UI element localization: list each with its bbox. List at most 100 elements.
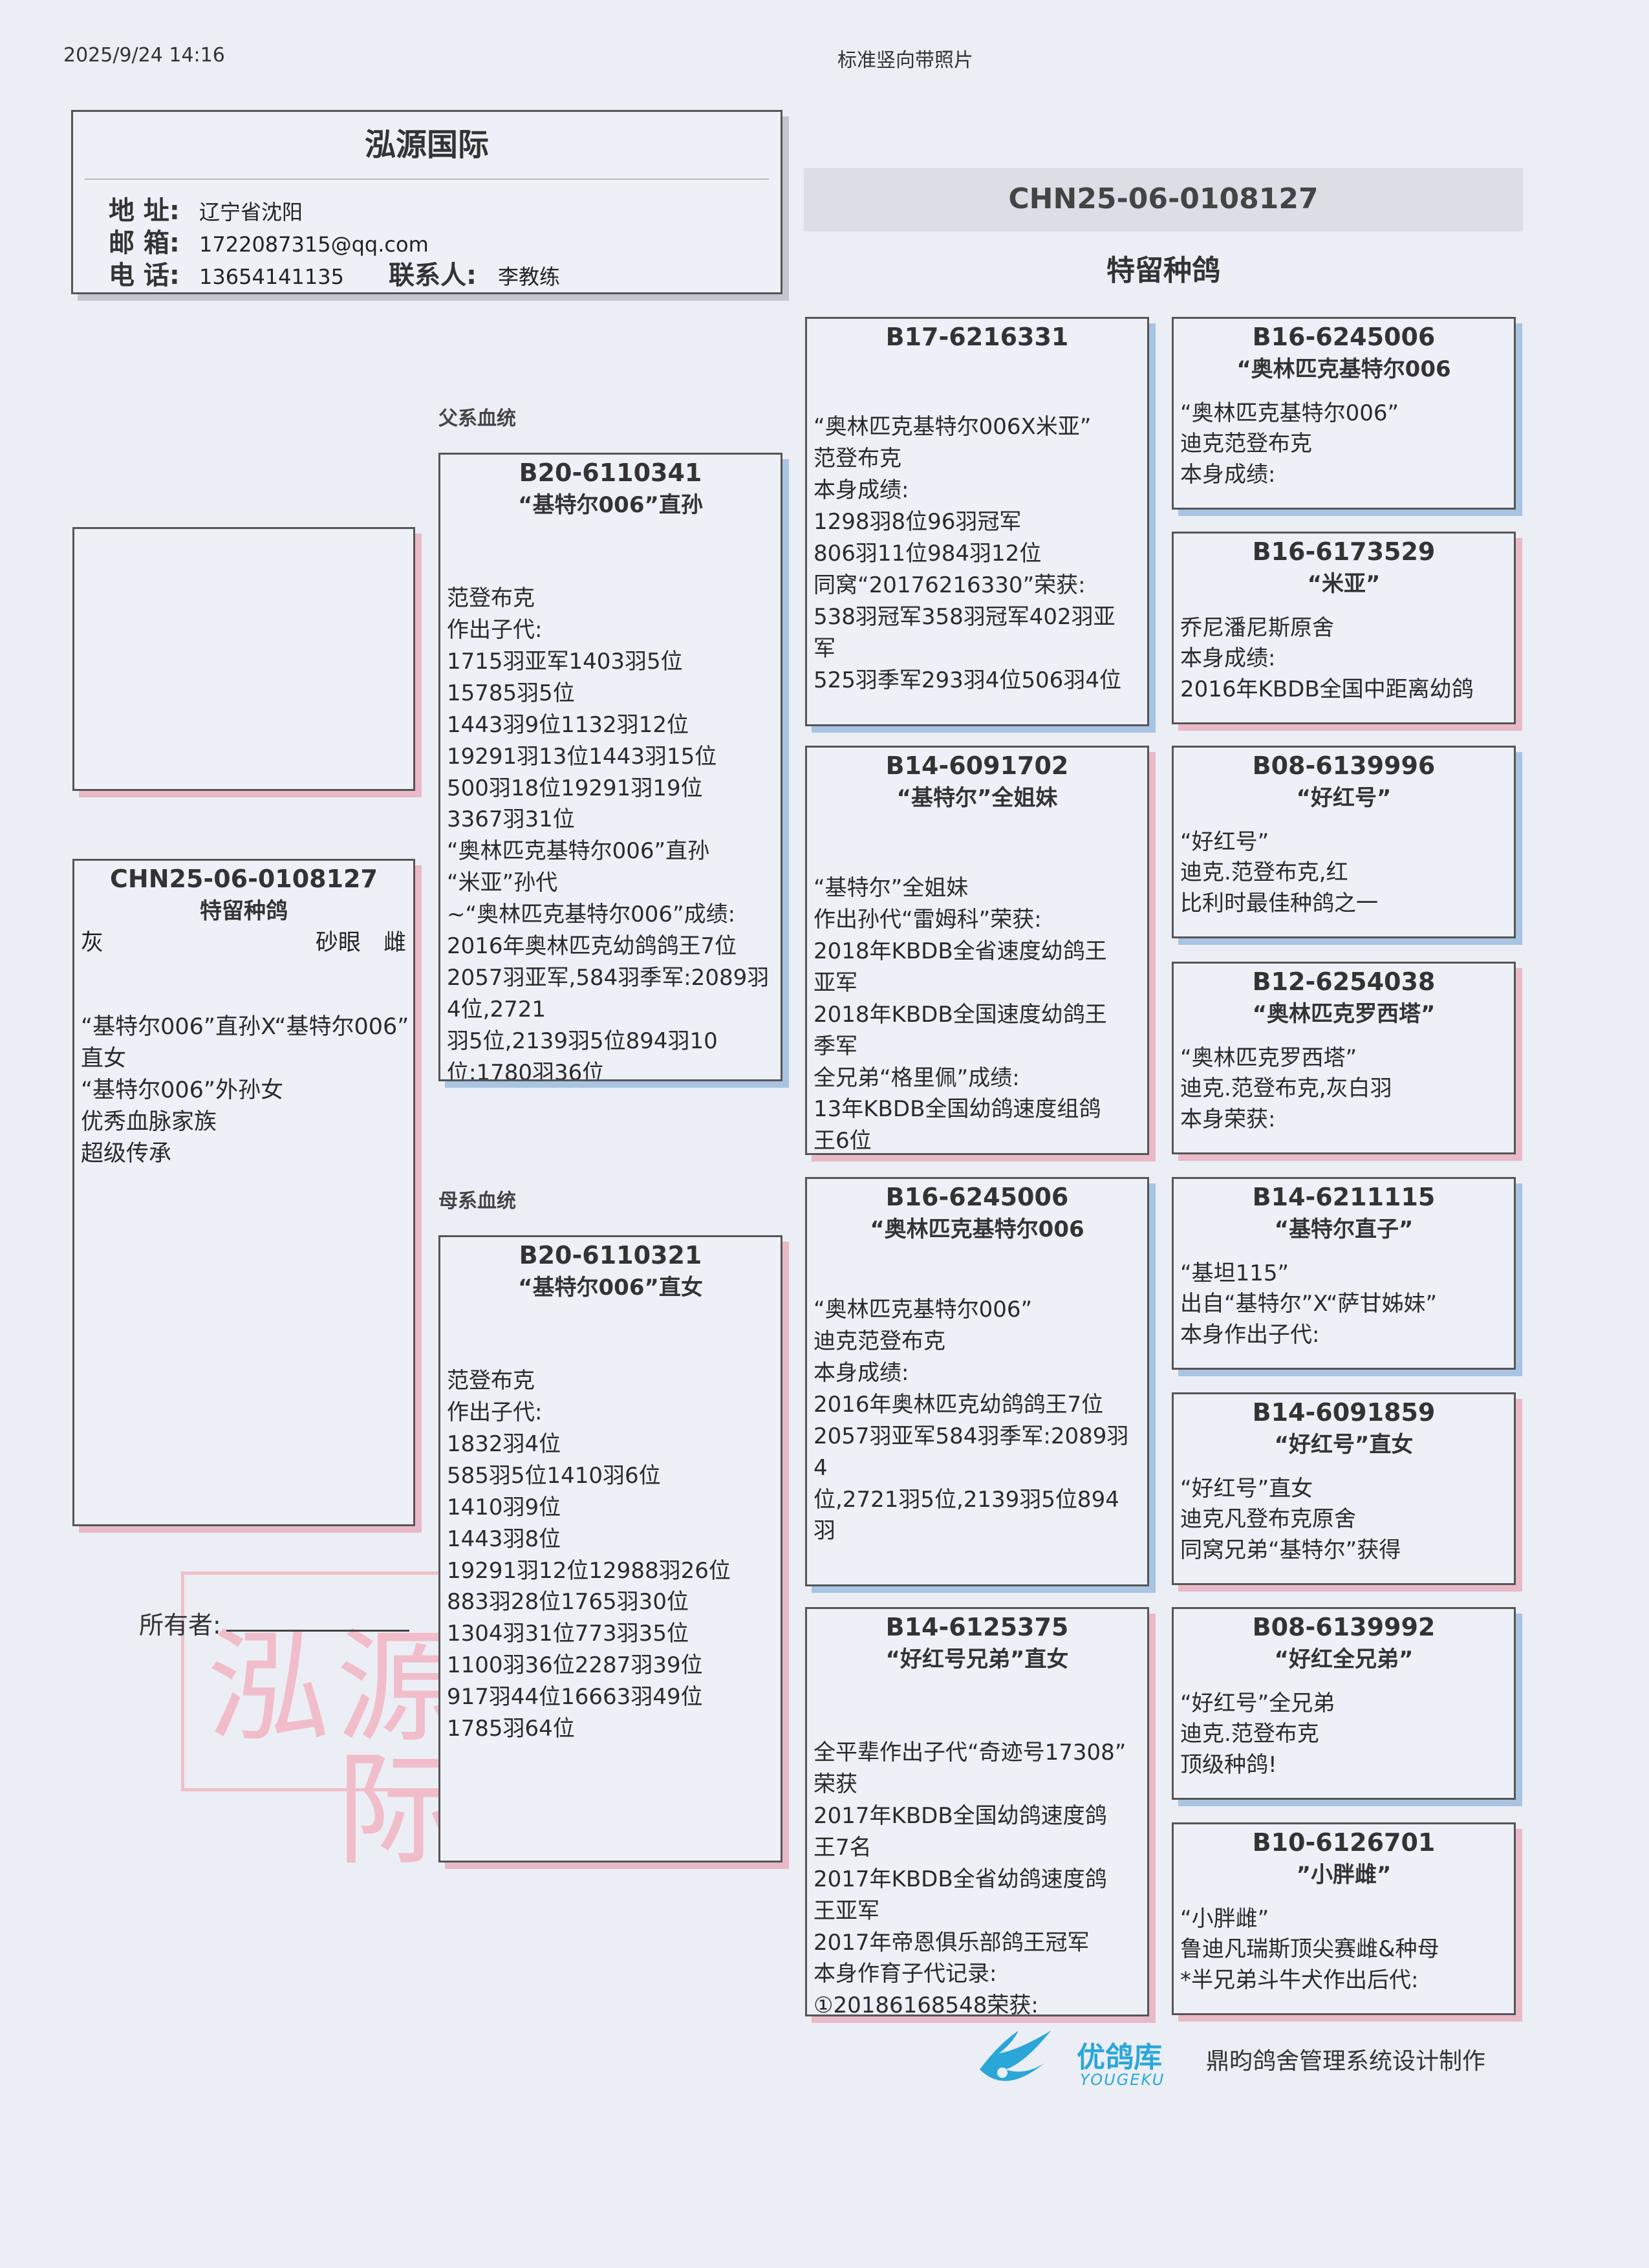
gp-sd-line: 季军: [814, 1033, 857, 1059]
ggp-card-7: B08-6139992 “好红全兄弟” “好红号”全兄弟 迪克.范登布克 顶级种…: [1172, 1607, 1516, 1800]
ggp-card-5: B14-6211115 “基特尔直子” “基坦115” 出自“基特尔”X“萨甘姊…: [1172, 1177, 1516, 1370]
sire-line: “奥林匹克基特尔006”直孙: [447, 838, 710, 865]
pigeon-logo-icon: [980, 2031, 1051, 2081]
ggp-notes: “好红号”全兄弟 迪克.范登布克 顶级种鸽!: [1174, 1689, 1514, 1781]
ggp-ring: B12-6254038: [1252, 967, 1436, 996]
dam-section-label: 母系血统: [438, 1190, 516, 1213]
main-title: 特留种鸽: [1106, 254, 1220, 287]
granddam-maternal-card: B14-6125375 “好红号兄弟”直女 全平辈作出子代“奇迹号17308” …: [805, 1607, 1149, 2016]
ggp-notes: “基坦115” 出自“基特尔”X“萨甘姊妹” 本身作出子代:: [1174, 1258, 1514, 1351]
subject-ring: CHN25-06-0108127: [110, 865, 378, 893]
main-ring-number: CHN25-06-0108127: [1008, 182, 1319, 215]
sire-line: 500羽18位19291羽19位: [447, 775, 703, 801]
sire-section-label: 父系血统: [438, 407, 516, 430]
ggp-ring: B14-6211115: [1252, 1183, 1436, 1211]
gp-ds-line: 羽: [814, 1518, 835, 1544]
phone-value: 13654141135: [199, 265, 344, 289]
ggp-name: “基特尔直子”: [1274, 1216, 1414, 1243]
ggp-line: “奥林匹克基特尔006”: [1180, 400, 1399, 426]
grandsire-maternal-card: B16-6245006 “奥林匹克基特尔006 “奥林匹克基特尔006” 迪克范…: [805, 1177, 1149, 1586]
ggp-card-2: B16-6173529 “米亚” 乔尼潘尼斯原舍 本身成绩: 2016年KBDB…: [1172, 532, 1516, 724]
ggp-line: 迪克.范登布克,红: [1180, 859, 1348, 886]
page-header-title: 标准竖向带照片: [837, 49, 973, 72]
gp-dd-ring: B14-6125375: [885, 1613, 1069, 1641]
dam-ring: B20-6110321: [519, 1241, 702, 1269]
dam-line: 1410羽9位: [447, 1494, 561, 1520]
ggp-name: “奥林匹克罗西塔”: [1252, 1001, 1436, 1028]
yougeku-logo: 优鸽库 YOUGEKU: [973, 2024, 1187, 2102]
email-label: 邮 箱:: [109, 228, 180, 258]
sire-line: 位:1780羽36位: [447, 1060, 605, 1081]
ggp-line: 比利时最佳种鸽之一: [1180, 890, 1378, 916]
ggp-line: 本身荣获:: [1180, 1106, 1276, 1132]
ggp-line: 本身成绩:: [1180, 645, 1276, 672]
gp-ds-line: 本身成绩:: [814, 1359, 909, 1386]
subject-notes: “基特尔006”直孙X“基特尔006” 直女 “基特尔006”外孙女 优秀血脉家…: [74, 1011, 413, 1170]
ggp-card-8: B10-6126701 ”小胖雌” “小胖雌” 鲁迪凡瑞斯顶尖赛雌&种母 *半兄…: [1172, 1822, 1516, 2015]
ggp-line: *半兄弟斗牛犬作出后代:: [1180, 1967, 1419, 1993]
dam-notes: 范登布克 作出子代: 1832羽4位 585羽5位1410羽6位 1410羽9位…: [440, 1365, 781, 1745]
gp-ss-line: 525羽季军293羽4位506羽4位: [814, 667, 1121, 693]
gp-ds-line: 2016年奥林匹克幼鸽鸽王7位: [814, 1391, 1104, 1418]
ggp-card-3: B08-6139996 “好红号” “好红号” 迪克.范登布克,红 比利时最佳种…: [1172, 746, 1516, 938]
dam-name: “基特尔006”直女: [518, 1275, 703, 1301]
gp-sd-line: 王6位: [814, 1128, 872, 1154]
sire-notes: 范登布克 作出子代: 1715羽亚军1403羽5位 15785羽5位 1443羽…: [440, 583, 781, 1081]
dam-card: B20-6110321 “基特尔006”直女 范登布克 作出子代: 1832羽4…: [438, 1235, 782, 1863]
ggp-line: 迪克范登布克: [1180, 431, 1312, 457]
ggp-notes: “奥林匹克基特尔006” 迪克范登布克 本身成绩:: [1174, 398, 1514, 491]
gp-ds-line: 迪克范登布克: [814, 1328, 945, 1354]
gp-ds-line: 2057羽亚军584羽季军:2089羽: [814, 1423, 1129, 1449]
ggp-line: “好红号”全兄弟: [1180, 1690, 1335, 1716]
sire-line: 作出子代:: [447, 616, 543, 643]
email-value: 1722087315@qq.com: [199, 232, 429, 257]
sire-line: 1443羽9位1132羽12位: [447, 711, 689, 738]
ggp-name: “奥林匹克基特尔006: [1236, 356, 1451, 383]
ggp-card-4: B12-6254038 “奥林匹克罗西塔” “奥林匹克罗西塔” 迪克.范登布克,…: [1172, 962, 1516, 1154]
subject-line: 超级传承: [81, 1140, 172, 1167]
main-ring-banner: CHN25-06-0108127: [804, 168, 1523, 232]
contact-value: 李教练: [498, 265, 561, 289]
sire-line: 1715羽亚军1403羽5位: [447, 648, 683, 675]
dam-line: 1304羽31位773羽35位: [447, 1621, 689, 1647]
gp-sd-line: 2018年KBDB全省速度幼鸽王: [814, 938, 1107, 964]
sire-card: B20-6110341 “基特尔006”直孙 范登布克 作出子代: 1715羽亚…: [438, 453, 782, 1081]
ggp-line: “基坦115”: [1180, 1260, 1289, 1286]
ggp-ring: B10-6126701: [1252, 1828, 1436, 1857]
ggp-line: 鲁迪凡瑞斯顶尖赛雌&种母: [1180, 1936, 1439, 1963]
subject-line: 直女: [81, 1045, 127, 1072]
sire-line: 羽5位,2139羽5位894羽10: [447, 1028, 718, 1055]
ggp-line: 迪克.范登布克: [1180, 1721, 1319, 1747]
address-label: 地 址:: [109, 196, 180, 226]
loft-info-card: 泓源国际 地 址: 辽宁省沈阳 邮 箱: 1722087315@qq.com 电…: [71, 110, 782, 294]
gp-dd-line: 本身作育子代记录:: [814, 1961, 997, 1987]
subject-line: “基特尔006”外孙女: [81, 1077, 284, 1103]
ggp-notes: 乔尼潘尼斯原舍 本身成绩: 2016年KBDB全国中距离幼鸽: [1174, 613, 1514, 706]
phone-label: 电 话:: [109, 261, 180, 290]
dam-line: 19291羽12位12988羽26位: [447, 1557, 731, 1584]
ggp-notes: “小胖雌” 鲁迪凡瑞斯顶尖赛雌&种母 *半兄弟斗牛犬作出后代:: [1174, 1904, 1514, 1996]
gp-ss-line: 538羽冠军358羽冠军402羽亚: [814, 603, 1116, 630]
gp-dd-notes: 全平辈作出子代“奇迹号17308” 荣获 2017年KBDB全国幼鸽速度鸽 王7…: [807, 1737, 1147, 2014]
gp-sd-name: “基特尔”全姐妹: [896, 785, 1058, 812]
gp-ss-notes: “奥林匹克基特尔006X米亚” 范登布克 本身成绩: 1298羽8位96羽冠军 …: [807, 411, 1147, 697]
footer-credit: 鼎昀鸽舍管理系统设计制作: [1206, 2048, 1486, 2075]
sire-line: 范登布克: [447, 585, 535, 611]
subject-eye: 砂眼: [316, 929, 361, 956]
gp-dd-line: 王7名: [814, 1834, 872, 1861]
ggp-ring: B08-6139996: [1252, 751, 1436, 780]
gp-ds-line: “奥林匹克基特尔006”: [814, 1296, 1033, 1323]
address-value: 辽宁省沈阳: [199, 200, 303, 224]
ggp-line: “好红号”: [1180, 828, 1269, 855]
sire-line: “米亚”孙代: [447, 870, 558, 896]
dam-line: 1443羽8位: [447, 1526, 561, 1552]
dam-line: 作出子代:: [447, 1399, 543, 1425]
gp-sd-line: 2018年KBDB全国速度幼鸽王: [814, 1001, 1107, 1028]
ggp-line: 同窝兄弟“基特尔”获得: [1180, 1537, 1401, 1563]
owner-label: 所有者:: [139, 1611, 221, 1639]
gp-ss-ring: B17-6216331: [885, 323, 1069, 351]
owner-signature-line: [226, 1630, 409, 1632]
ggp-line: “小胖雌”: [1180, 1905, 1269, 1932]
ggp-line: 顶级种鸽!: [1180, 1751, 1277, 1778]
gp-sd-line: 13年KBDB全国幼鸽速度组鸽: [814, 1096, 1101, 1123]
